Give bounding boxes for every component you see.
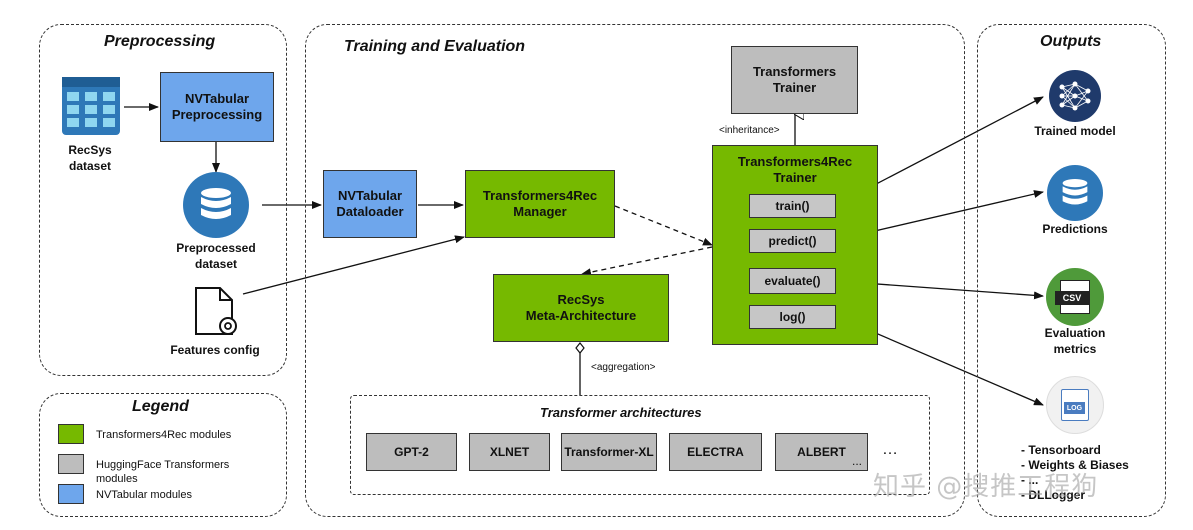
arch-gpt2[interactable]: GPT-2 [366, 433, 457, 471]
arch-albert-label: ALBERT [797, 444, 846, 459]
arch-albert[interactable]: ALBERT ... [775, 433, 868, 471]
method-evaluate[interactable]: evaluate() [749, 268, 836, 294]
hf-transformers-trainer-box[interactable]: Transformers Trainer [731, 46, 858, 114]
nvtabular-preprocessing-box[interactable]: NVTabular Preprocessing [160, 72, 274, 142]
trained-model-label: Trained model [1034, 124, 1116, 138]
legend-label-t4r: Transformers4Rec modules [96, 429, 232, 441]
arch-xlnet[interactable]: XLNET [469, 433, 550, 471]
dataset-label: RecSys dataset [68, 143, 112, 173]
database-icon [183, 172, 249, 238]
preprocessed-dataset-label: Preprocessed dataset [176, 241, 256, 271]
legend-swatch-hf [58, 454, 84, 474]
preprocessing-title: Preprocessing [104, 33, 216, 50]
features-config-label: Features config [170, 343, 260, 357]
architectures-panel [350, 395, 930, 495]
preprocessing-panel [39, 24, 287, 376]
log-file-icon: LOG [1046, 376, 1104, 434]
outputs-panel [977, 24, 1166, 517]
outputs-title: Outputs [1040, 33, 1102, 50]
arch-electra[interactable]: ELECTRA [669, 433, 762, 471]
legend-title: Legend [132, 398, 189, 415]
inheritance-label: <inheritance> [719, 125, 780, 136]
features-config-icon [194, 286, 240, 338]
training-title: Training and Evaluation [344, 38, 526, 55]
evaluation-metrics-label: Evaluation metrics [1044, 326, 1106, 356]
legend-label-nvtabular: NVTabular modules [96, 489, 192, 501]
legend-label-hf: HuggingFace Transformers modules [96, 459, 230, 486]
predictions-database-icon [1047, 165, 1103, 221]
csv-file-icon: CSV [1046, 268, 1104, 326]
logger-ellipsis: - ... [1021, 473, 1039, 487]
logger-dllogger: - DLLogger [1021, 488, 1085, 502]
aggregation-label: <aggregation> [591, 362, 656, 373]
architectures-ellipsis: … [882, 441, 898, 458]
legend-panel [39, 393, 287, 517]
t4r-trainer-title: Transformers4Rec Trainer [737, 154, 853, 185]
log-badge: LOG [1064, 402, 1085, 414]
method-train[interactable]: train() [749, 194, 836, 218]
logger-tensorboard: - Tensorboard [1021, 443, 1101, 457]
method-predict[interactable]: predict() [749, 229, 836, 253]
predictions-label: Predictions [1042, 222, 1108, 236]
csv-badge: CSV [1055, 291, 1089, 305]
legend-swatch-t4r [58, 424, 84, 444]
nvtabular-dataloader-box[interactable]: NVTabular Dataloader [323, 170, 417, 238]
method-log[interactable]: log() [749, 305, 836, 329]
logger-wandb: - Weights & Biases [1021, 458, 1129, 472]
watermark: 知乎 @搜推工程狗 [873, 472, 1099, 502]
meta-architecture-box[interactable]: RecSys Meta-Architecture [493, 274, 669, 342]
architectures-title: Transformer architectures [540, 405, 702, 420]
legend-swatch-nvtabular [58, 484, 84, 504]
t4r-manager-box[interactable]: Transformers4Rec Manager [465, 170, 615, 238]
dataset-table-icon [61, 76, 121, 136]
training-panel [305, 24, 965, 517]
arch-transformer-xl[interactable]: Transformer-XL [561, 433, 657, 471]
arch-albert-ellipsis: ... [851, 453, 862, 468]
neural-network-icon [1049, 70, 1101, 122]
